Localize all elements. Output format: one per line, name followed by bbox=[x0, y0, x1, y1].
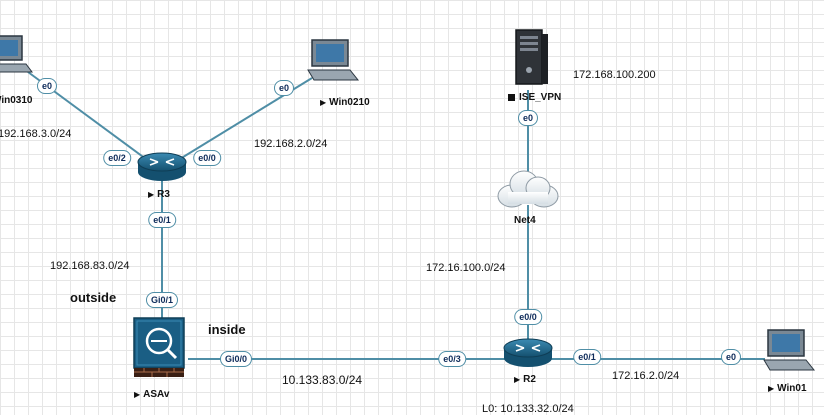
device-label-asav: ▶ASAv bbox=[134, 389, 170, 400]
device-label-ise-vpn: ISE_VPN bbox=[508, 92, 561, 103]
play-icon: ▶ bbox=[320, 98, 327, 107]
device-label-r3: ▶R3 bbox=[148, 189, 170, 200]
device-label-r2: ▶R2 bbox=[514, 374, 536, 385]
port-r3-e0-1: e0/1 bbox=[148, 212, 176, 228]
device-label-win01: ▶Win01 bbox=[768, 383, 807, 394]
ise-ip-address: 172.168.100.200 bbox=[573, 69, 656, 81]
port-r2-e0-3: e0/3 bbox=[438, 351, 466, 367]
device-label-net4: Net4 bbox=[514, 215, 536, 226]
device-label-win0310: Win0310 bbox=[0, 95, 33, 106]
play-icon: ▶ bbox=[148, 190, 155, 199]
port-win01-e0: e0 bbox=[720, 349, 742, 365]
port-asav-gi0-0: Gi0/0 bbox=[219, 351, 253, 367]
device-label-win0210: ▶Win0210 bbox=[320, 97, 370, 108]
network-label-172-16-2: 172.16.2.0/24 bbox=[612, 370, 680, 382]
network-label-10-133-83: 10.133.83.0/24 bbox=[282, 373, 363, 387]
firewall-icon[interactable] bbox=[133, 317, 185, 377]
network-label-192-168-2: 192.168.2.0/24 bbox=[254, 138, 328, 150]
router-icon[interactable] bbox=[503, 338, 553, 367]
port-ise-e0: e0 bbox=[517, 110, 539, 126]
play-icon: ▶ bbox=[514, 375, 521, 384]
zone-label-inside: inside bbox=[208, 322, 246, 337]
port-asav-gi0-1: Gi0/1 bbox=[145, 292, 179, 308]
play-icon: ▶ bbox=[768, 384, 775, 393]
pc-icon[interactable] bbox=[307, 39, 360, 81]
stop-icon bbox=[508, 93, 515, 101]
router-icon[interactable] bbox=[137, 152, 187, 181]
network-label-172-16-100: 172.16.100.0/24 bbox=[426, 262, 506, 274]
pc-icon[interactable] bbox=[763, 329, 816, 371]
port-r2-e0-0: e0/0 bbox=[514, 309, 542, 325]
port-win0310-e0: e0 bbox=[36, 78, 58, 94]
port-r3-e0-2: e0/2 bbox=[103, 150, 131, 166]
port-r2-e0-1: e0/1 bbox=[573, 349, 601, 365]
r2-loopback-label: L0: 10.133.32.0/24 bbox=[482, 403, 574, 415]
port-r3-e0-0: e0/0 bbox=[193, 150, 221, 166]
server-icon[interactable] bbox=[515, 29, 548, 85]
cloud-icon[interactable] bbox=[497, 170, 559, 208]
zone-label-outside: outside bbox=[70, 290, 117, 305]
network-label-192-168-3: 192.168.3.0/24 bbox=[0, 128, 72, 140]
play-icon: ▶ bbox=[134, 390, 141, 399]
port-win0210-e0: e0 bbox=[273, 80, 295, 96]
network-label-192-168-83: 192.168.83.0/24 bbox=[50, 260, 130, 272]
pc-icon[interactable] bbox=[0, 35, 33, 73]
